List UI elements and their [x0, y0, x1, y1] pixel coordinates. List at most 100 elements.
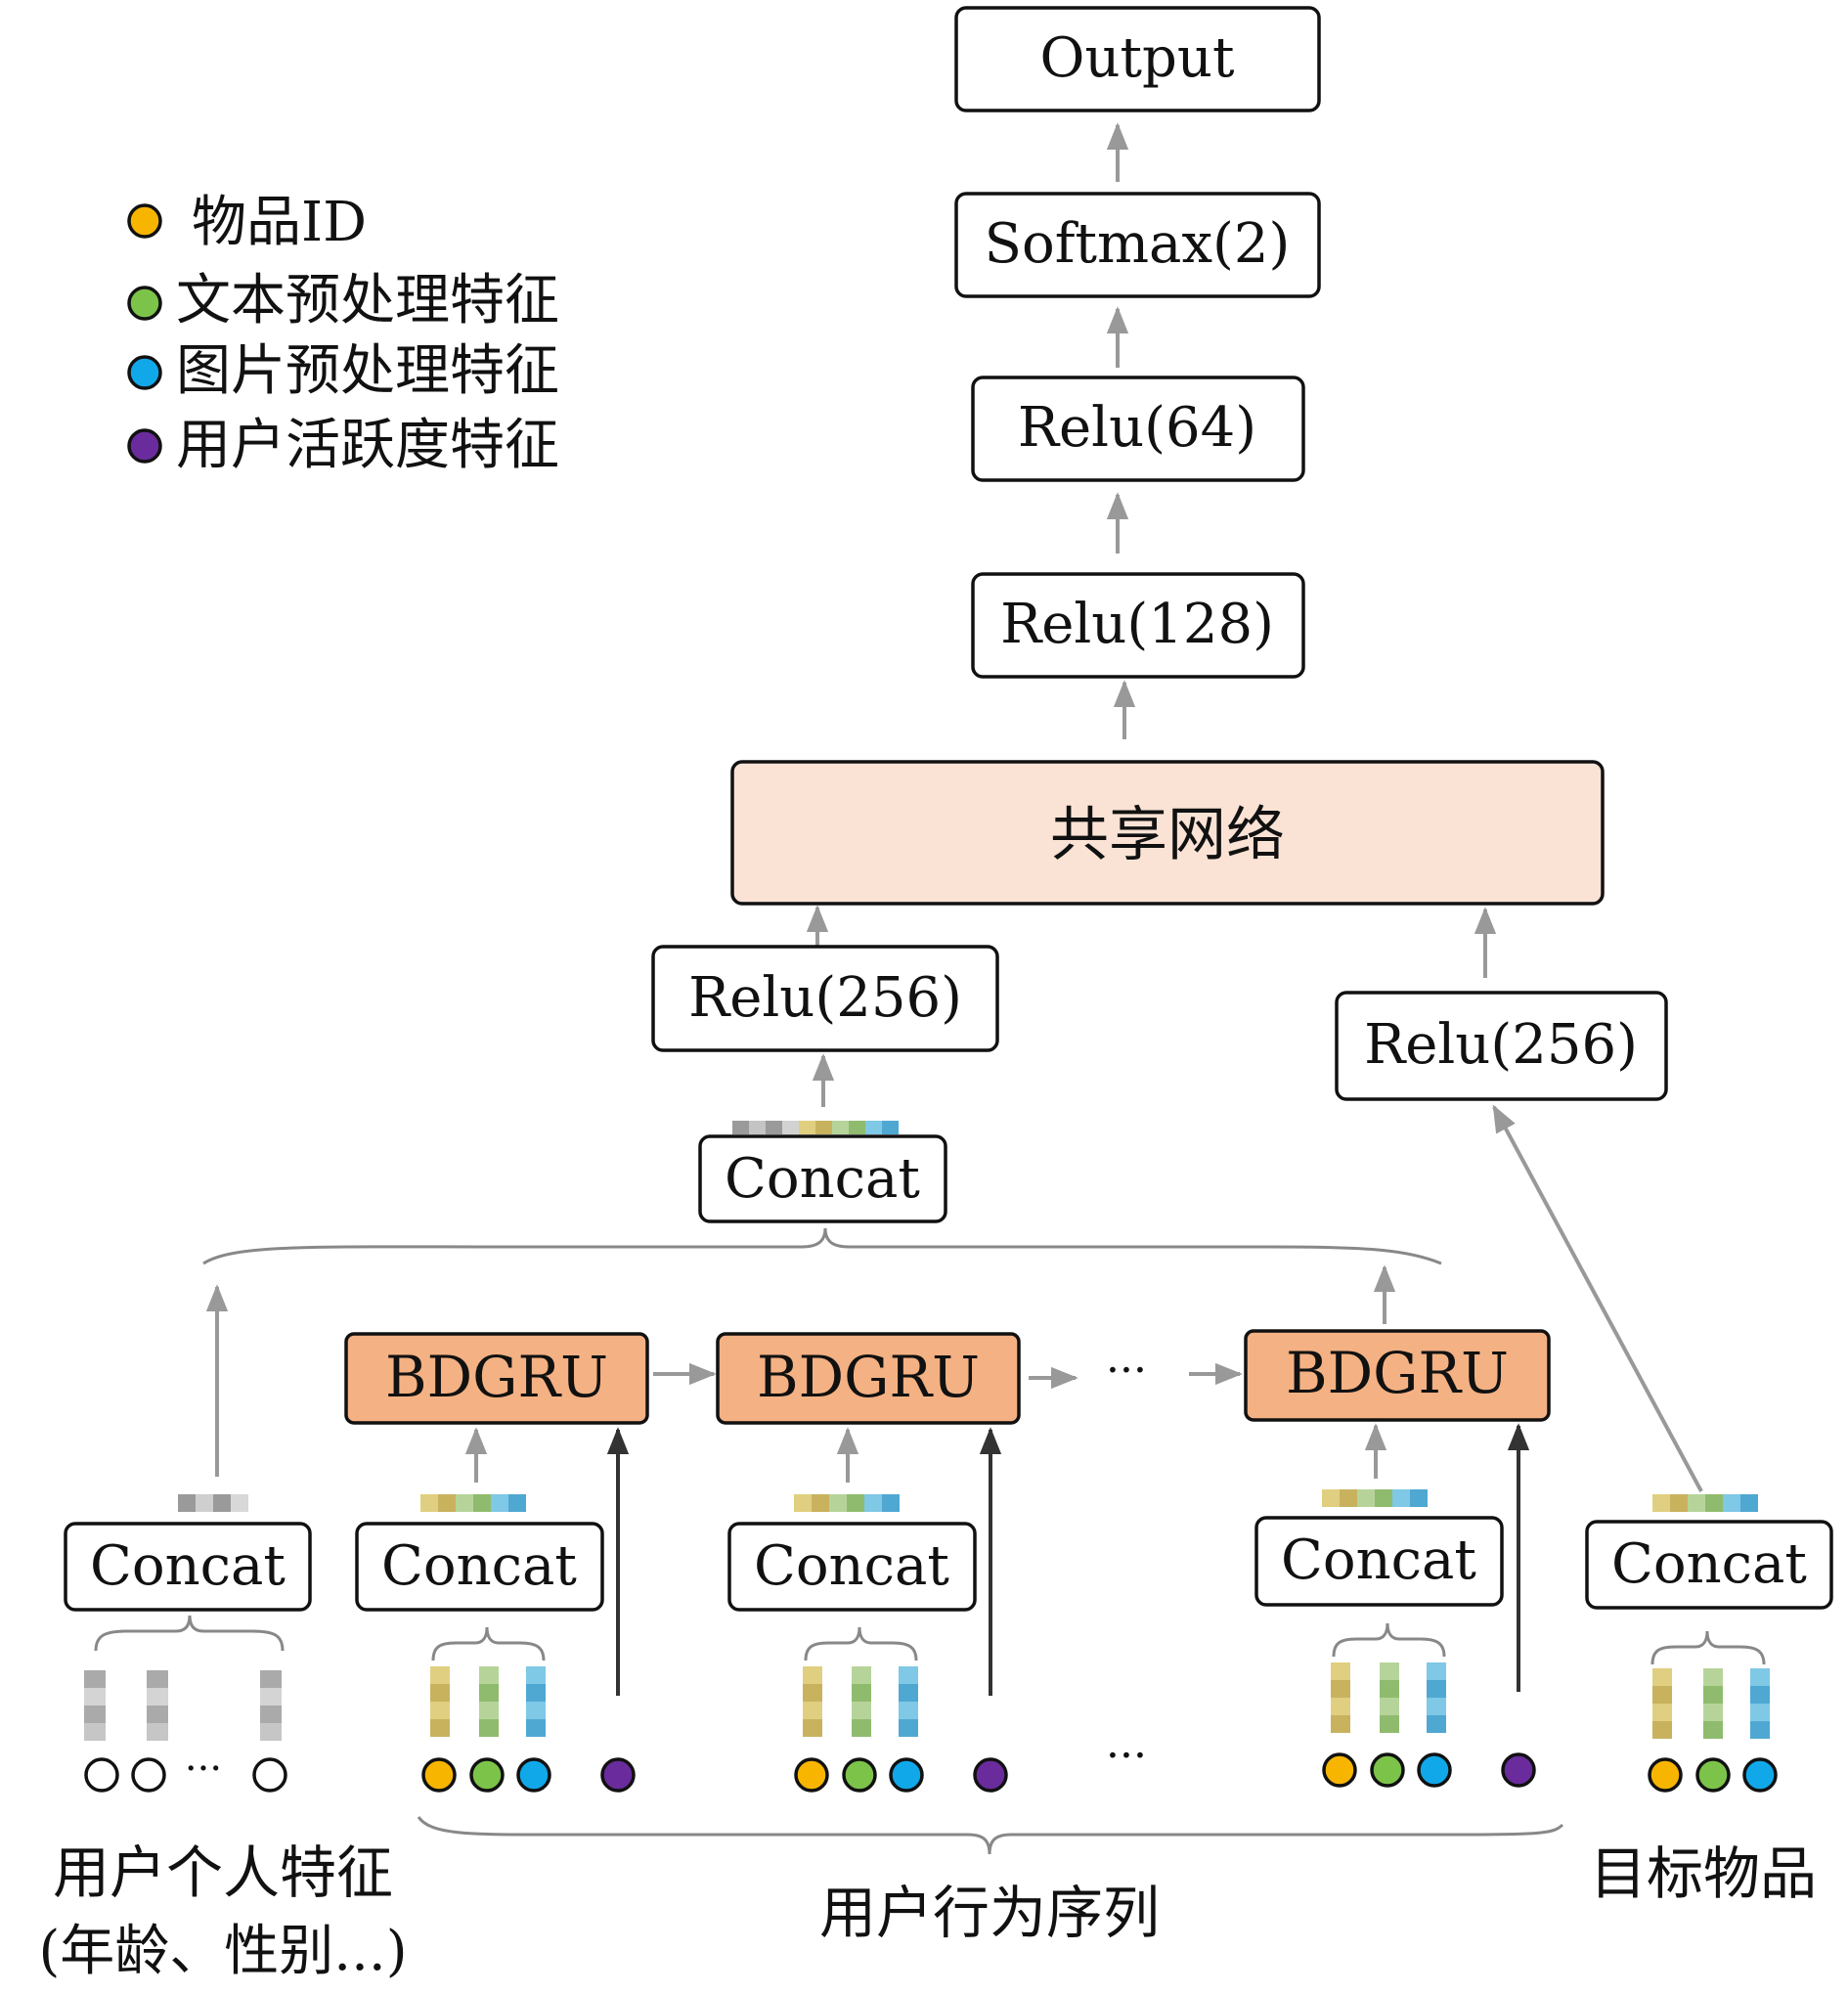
text-feature-dot-icon — [1370, 1752, 1405, 1788]
target-embeddings — [1652, 1668, 1770, 1739]
bdgru-label: BDGRU — [757, 1344, 980, 1410]
legend-label: 文本预处理特征 — [176, 269, 559, 332]
target-dots — [1648, 1757, 1778, 1793]
text-embedding-column — [852, 1666, 871, 1737]
output-label: Output — [1040, 26, 1235, 90]
item-id-dot-icon — [127, 203, 162, 239]
sequence-ellipsis: ··· — [1106, 1731, 1147, 1781]
main-concat-label: Concat — [725, 1147, 920, 1211]
stepn-embeddings — [1331, 1662, 1446, 1733]
image-feature-dot-icon — [1742, 1757, 1778, 1793]
relu128-label: Relu(128) — [1000, 593, 1274, 656]
stepn-brace — [1332, 1622, 1446, 1658]
item-id-dot-icon — [1648, 1757, 1683, 1793]
bdgru-node-3: BDGRU — [1244, 1329, 1551, 1422]
output-node: Output — [954, 6, 1321, 112]
bdgru-label: BDGRU — [1286, 1340, 1509, 1406]
step2-vector — [794, 1494, 900, 1512]
item-embedding-column — [430, 1666, 450, 1737]
bdgru-label: BDGRU — [385, 1344, 608, 1410]
activity-feature-dot-icon — [1501, 1752, 1536, 1788]
item-embedding-column — [803, 1666, 822, 1737]
user-concat-brace — [94, 1615, 285, 1652]
sequence-brace — [417, 1816, 1564, 1855]
legend-label: 用户活跃度特征 — [176, 414, 559, 477]
stepn-concat-label: Concat — [1281, 1529, 1476, 1592]
step2-embeddings — [803, 1666, 918, 1737]
shared-network-label: 共享网络 — [1050, 801, 1285, 869]
sequence-label: 用户行为序列 — [819, 1880, 1160, 1946]
legend-label: 图片预处理特征 — [176, 339, 559, 403]
embedding-column — [147, 1670, 168, 1741]
left-relu256-label: Relu(256) — [688, 966, 962, 1030]
item-embedding-column — [1652, 1668, 1672, 1739]
legend-label: 物品ID — [192, 191, 367, 254]
user-features-sublabel: (年龄、性别...) — [38, 1920, 407, 1983]
text-feature-dot-icon — [1695, 1757, 1731, 1793]
stepn-vector — [1322, 1489, 1428, 1507]
item-id-dot-icon — [1322, 1752, 1357, 1788]
item-id-dot-icon — [794, 1757, 829, 1793]
user-feature-dot-icon — [252, 1757, 287, 1793]
vector-cell — [766, 1121, 782, 1134]
relu64-label: Relu(64) — [1018, 396, 1256, 460]
shared-network-node: 共享网络 — [730, 760, 1605, 906]
item-embedding-column — [1331, 1662, 1350, 1733]
vector-cell — [799, 1121, 815, 1134]
legend: 物品ID 文本预处理特征 图片预处理特征 用户活跃度特征 — [127, 191, 559, 477]
target-concat-node: Concat — [1585, 1520, 1833, 1610]
step1-concat-node: Concat — [355, 1522, 604, 1612]
image-embedding-column — [899, 1666, 918, 1737]
main-concat-node: Concat — [698, 1134, 947, 1223]
legend-item-id: 物品ID — [127, 191, 367, 254]
text-feature-dot-icon — [469, 1757, 505, 1793]
text-feature-dot-icon — [127, 286, 162, 321]
image-embedding-column — [1427, 1662, 1446, 1733]
embedding-column — [260, 1670, 282, 1741]
user-concat-label: Concat — [90, 1534, 286, 1598]
bdgru-node-2: BDGRU — [716, 1332, 1021, 1425]
step1-brace — [431, 1626, 546, 1662]
text-feature-dot-icon — [842, 1757, 877, 1793]
text-embedding-column — [1703, 1668, 1723, 1739]
step2-dots — [794, 1757, 1008, 1793]
vector-cell — [749, 1121, 766, 1134]
right-relu256-label: Relu(256) — [1364, 1013, 1638, 1077]
user-feature-dot-icon — [84, 1757, 119, 1793]
image-feature-dot-icon — [1417, 1752, 1452, 1788]
stepn-concat-node: Concat — [1254, 1516, 1504, 1607]
relu128-node: Relu(128) — [971, 572, 1305, 679]
image-embedding-column — [1750, 1668, 1770, 1739]
legend-item-activity: 用户活跃度特征 — [127, 414, 559, 477]
user-feature-dots: ··· — [84, 1747, 287, 1793]
concatenated-vector — [732, 1121, 899, 1134]
activity-feature-dot-icon — [127, 428, 162, 464]
vector-cell — [782, 1121, 799, 1134]
image-feature-dot-icon — [889, 1757, 924, 1793]
legend-item-image: 图片预处理特征 — [127, 339, 559, 403]
stepn-dots — [1322, 1752, 1536, 1788]
target-vector — [1652, 1494, 1758, 1512]
image-feature-dot-icon — [516, 1757, 551, 1793]
user-feature-dot-icon — [131, 1757, 166, 1793]
target-brace — [1650, 1630, 1766, 1665]
vector-cell — [815, 1121, 832, 1134]
user-feature-ellipsis: ··· — [185, 1747, 222, 1792]
target-item-label: 目标物品 — [1590, 1840, 1817, 1907]
vector-cell — [865, 1121, 882, 1134]
text-embedding-column — [1380, 1662, 1399, 1733]
activity-feature-dot-icon — [600, 1757, 636, 1793]
right-relu256-node: Relu(256) — [1335, 991, 1668, 1101]
step1-concat-label: Concat — [381, 1534, 577, 1598]
target-concat-label: Concat — [1611, 1532, 1807, 1596]
user-concat-node: Concat — [64, 1522, 312, 1612]
step1-vector — [420, 1494, 526, 1512]
vector-cell — [732, 1121, 749, 1134]
user-vector — [178, 1494, 248, 1512]
step1-dots — [421, 1757, 636, 1793]
user-features-label: 用户个人特征 — [53, 1839, 393, 1906]
image-embedding-column — [526, 1666, 546, 1737]
step2-brace — [804, 1626, 918, 1662]
vector-cell — [832, 1121, 849, 1134]
